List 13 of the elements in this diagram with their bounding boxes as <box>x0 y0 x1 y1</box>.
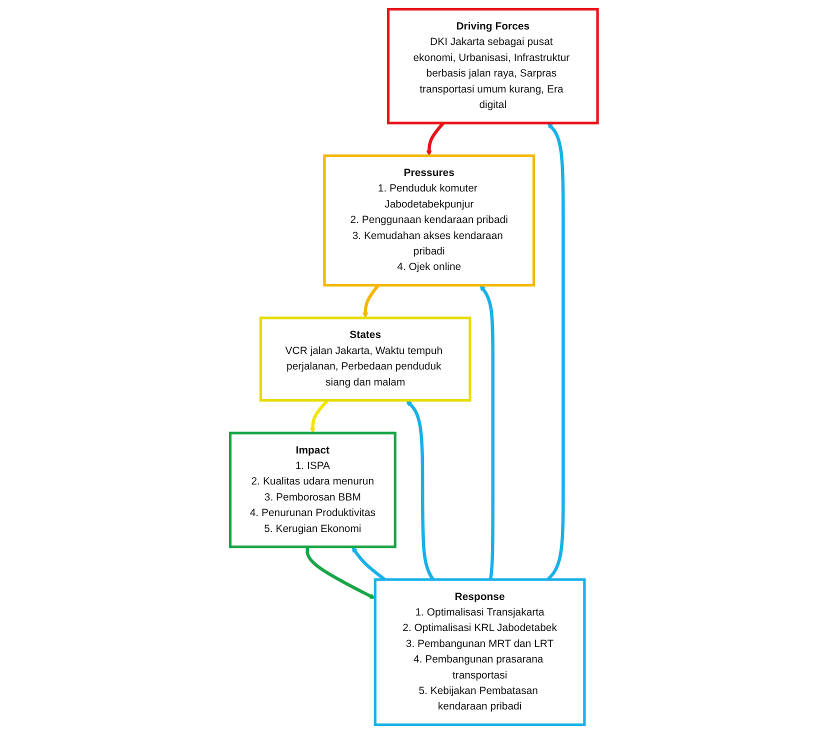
arrow <box>310 399 329 434</box>
node-box: Response 1. Optimalisasi Transjakarta 2. Optimalisasi KRL Jabodetabek 3. Pembangunan MRT dan LRT 4. Pembangunan prasarana transportasi 5. Kebijakan Pembatasan kendaraan pribadi <box>374 578 586 726</box>
node-box: Driving Forces DKI Jakarta sebagai pusat ekonomi, Urbanisasi, Infrastruktur berbasis jalan raya, Sarpras transportasi umum kurang, Era digital <box>387 8 599 124</box>
node-box: States VCR jalan Jakarta, Waktu tempuh perjalanan, Perbedaan penduduk siang dan malam <box>260 316 472 402</box>
arrow <box>480 284 495 580</box>
arrow <box>426 122 445 156</box>
arrow <box>352 546 386 581</box>
node-box: Pressures 1. Penduduk komuter Jabodetabekpunjur 2. Penggunaan kendaraan pribadi 3. Kemudahan akses kendaraan pribadi 4. Ojek online <box>323 154 536 287</box>
node-box: Impact 1. ISPA 2. Kualitas udara menurun 3. Pemborosan BBM 4. Penurunan Produktivitas 5. Kerugian Ekonomi <box>229 432 397 548</box>
arrow <box>546 122 565 581</box>
arrow <box>406 400 435 580</box>
arrow <box>306 546 376 599</box>
arrow <box>362 284 380 318</box>
